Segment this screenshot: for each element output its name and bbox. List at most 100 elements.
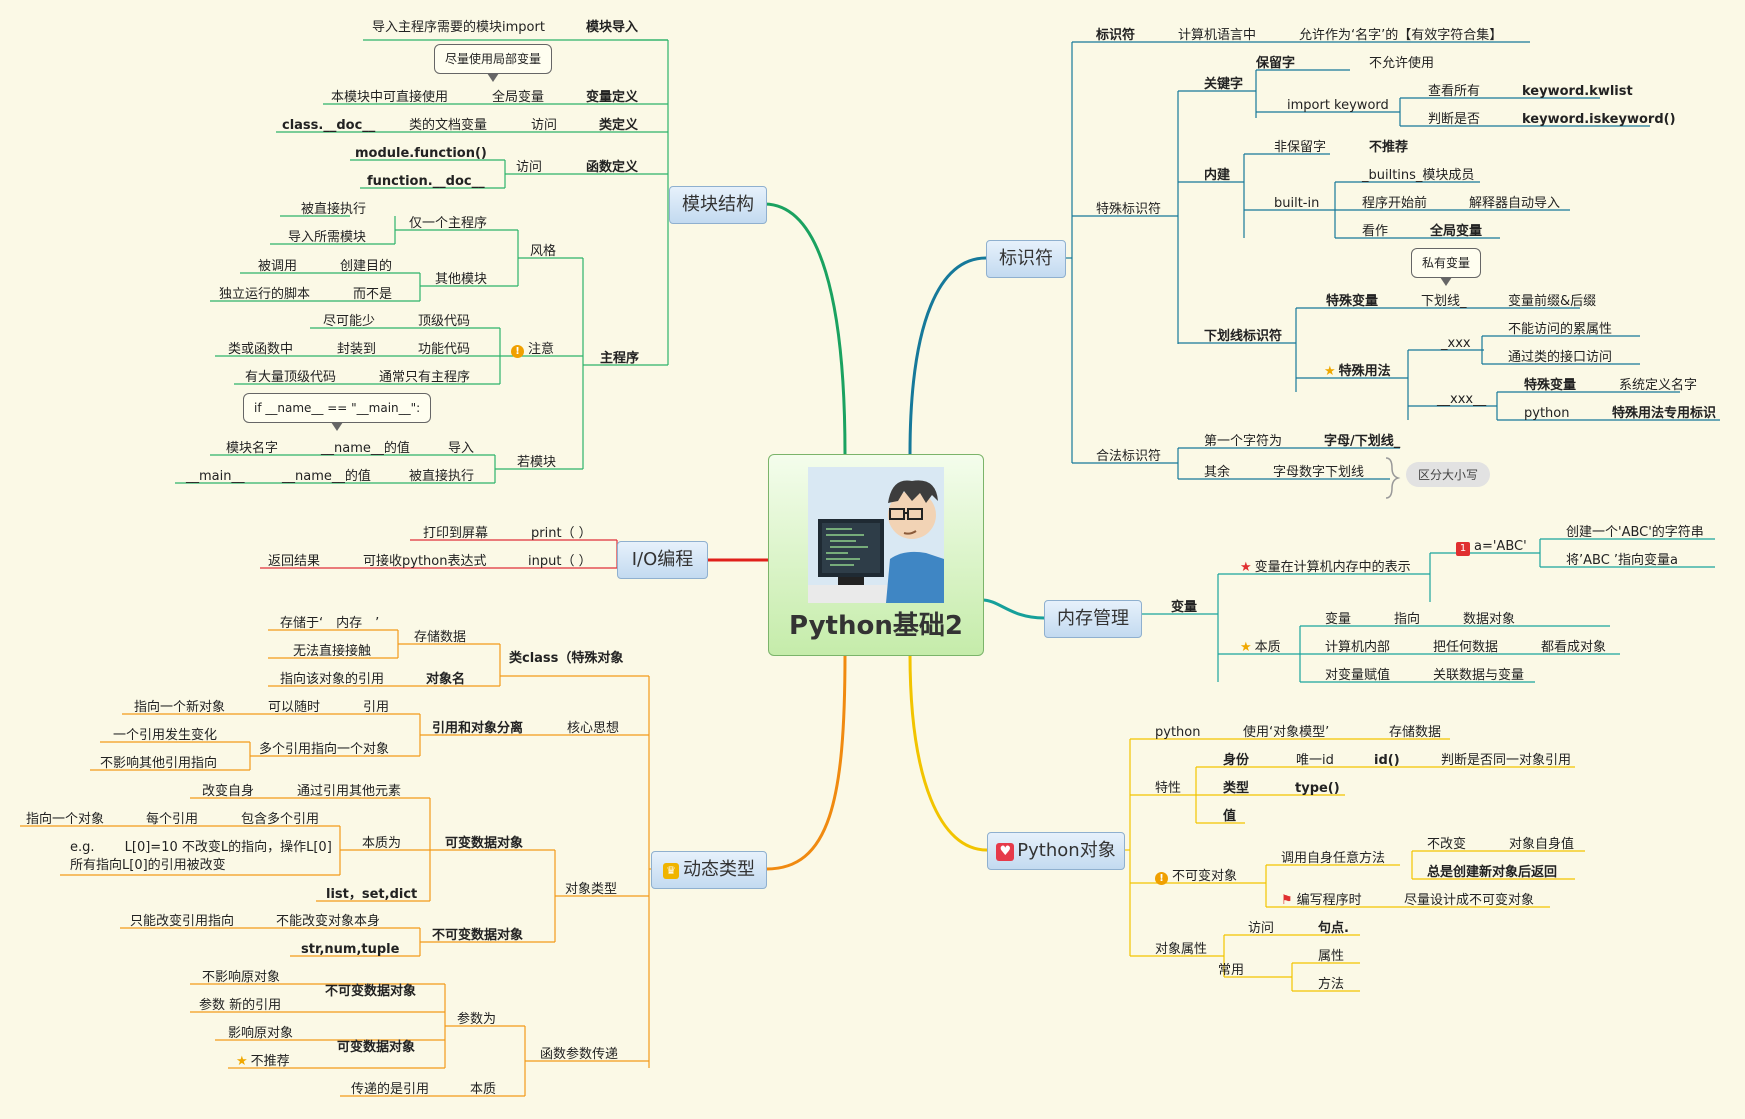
node[interactable]: 指向 <box>1394 612 1421 627</box>
node[interactable]: 通过类的接口访问 <box>1508 350 1613 365</box>
node[interactable]: 类定义 <box>599 118 639 133</box>
node[interactable]: 第一个字符为 <box>1204 434 1283 449</box>
node[interactable]: list，set,dict <box>326 887 418 902</box>
node[interactable]: 关联数据与变量 <box>1433 668 1525 683</box>
node[interactable]: 被调用 <box>258 259 298 274</box>
node[interactable]: 不推荐 <box>1369 140 1409 155</box>
node[interactable]: built-in <box>1274 196 1320 211</box>
node[interactable]: 被直接执行 <box>301 202 367 217</box>
node[interactable]: 保留字 <box>1256 56 1296 71</box>
node[interactable]: 对象属性 <box>1155 942 1208 957</box>
node[interactable]: 访问 <box>531 118 558 133</box>
node[interactable]: 无法直接接触 <box>293 644 372 659</box>
node[interactable]: 方法 <box>1318 977 1345 992</box>
node[interactable]: __name__的值 <box>321 441 410 456</box>
node[interactable]: __name__的值 <box>282 469 371 484</box>
node[interactable]: 导入所需模块 <box>288 230 367 245</box>
node[interactable]: 若模块 <box>517 455 557 470</box>
node[interactable]: __xxx__ <box>1437 392 1487 407</box>
node[interactable]: 尽量设计成不可变对象 <box>1404 893 1535 908</box>
node[interactable]: 字母数字下划线 <box>1273 465 1365 480</box>
node[interactable]: 允许作为‘名字’的【有效字符合集】 <box>1299 28 1503 43</box>
node[interactable]: ★特殊用法 <box>1324 364 1391 380</box>
node[interactable]: _xxx <box>1441 336 1471 351</box>
node[interactable]: 关键字 <box>1204 77 1244 92</box>
node[interactable]: 特殊变量 <box>1524 378 1577 393</box>
node[interactable]: 功能代码 <box>418 342 471 357</box>
node[interactable]: import keyword <box>1287 98 1389 113</box>
node[interactable]: 变量定义 <box>586 90 639 105</box>
node[interactable]: 对象名 <box>426 672 466 687</box>
node[interactable]: 不改变 <box>1427 837 1467 852</box>
node[interactable]: 常用 <box>1218 963 1245 978</box>
node[interactable]: 只能改变引用指向 <box>130 914 235 929</box>
node[interactable]: python <box>1155 725 1201 740</box>
node[interactable]: 函数定义 <box>586 160 639 175</box>
node[interactable]: 计算机语言中 <box>1178 28 1257 43</box>
node[interactable]: 字母/下划线_ <box>1324 434 1401 449</box>
node[interactable]: input（ ） <box>528 554 592 569</box>
node[interactable]: 尽可能少 <box>323 314 376 329</box>
node[interactable]: 全局变量 <box>1430 224 1483 239</box>
node[interactable]: 对变量赋值 <box>1325 668 1391 683</box>
node[interactable]: 通过引用其他元素 <box>297 784 402 799</box>
node[interactable]: 使用‘对象模型’ <box>1243 725 1330 740</box>
node[interactable]: 句点. <box>1318 921 1349 936</box>
node[interactable]: 核心思想 <box>567 721 620 736</box>
node[interactable]: 导入 <box>448 441 475 456</box>
node[interactable]: 特性 <box>1155 781 1182 796</box>
node[interactable]: class.__doc__ <box>282 118 376 133</box>
node[interactable]: 程序开始前 <box>1362 196 1428 211</box>
node[interactable]: 不影响原对象 <box>202 970 281 985</box>
node[interactable]: 函数参数传递 <box>540 1047 619 1062</box>
node[interactable]: 其余 <box>1204 465 1231 480</box>
node[interactable]: 不可变数据对象 <box>432 928 524 943</box>
node[interactable]: 变量 <box>1325 612 1352 627</box>
node[interactable]: 包含多个引用 <box>241 812 320 827</box>
node[interactable]: 不能访问的累属性 <box>1508 322 1613 337</box>
topic-memory[interactable]: 内存管理 <box>1044 600 1142 638</box>
node[interactable]: 调用自身任意方法 <box>1281 851 1386 866</box>
node[interactable]: 把任何数据 <box>1433 640 1499 655</box>
node[interactable]: 影响原对象 <box>228 1026 294 1041</box>
node[interactable]: 全局变量 <box>492 90 545 105</box>
node[interactable]: 指向一个对象 <box>26 812 105 827</box>
node[interactable]: 存储数据 <box>1389 725 1442 740</box>
node[interactable]: 总是创建新对象后返回 <box>1427 865 1558 880</box>
topic-dynamic-typing[interactable]: ♛动态类型 <box>651 851 767 889</box>
node[interactable]: 下划线标识符 <box>1204 329 1283 344</box>
node[interactable]: 而不是 <box>353 287 393 302</box>
node[interactable]: 非保留字 <box>1274 140 1327 155</box>
node[interactable]: 看作 <box>1362 224 1389 239</box>
node[interactable]: 对象类型 <box>565 882 618 897</box>
node[interactable]: 模块导入 <box>586 20 639 35</box>
topic-io[interactable]: I/O编程 <box>617 541 708 579</box>
node[interactable]: 合法标识符 <box>1096 449 1162 464</box>
node[interactable]: 判断是否同一对象引用 <box>1441 753 1572 768</box>
node[interactable]: 特殊变量 <box>1326 294 1379 309</box>
node[interactable]: 仅一个主程序 <box>409 216 488 231</box>
node[interactable]: 可变数据对象 <box>337 1040 416 1055</box>
node[interactable]: python <box>1524 406 1570 421</box>
node[interactable]: 计算机内部 <box>1325 640 1391 655</box>
node[interactable]: 指向一个新对象 <box>134 700 226 715</box>
node[interactable]: 主程序 <box>600 351 640 366</box>
node[interactable]: 其他模块 <box>435 272 488 287</box>
node[interactable]: str,num,tuple <box>301 942 400 957</box>
node[interactable]: 查看所有 <box>1428 84 1481 99</box>
node[interactable]: _builtins_模块成员 <box>1362 168 1475 183</box>
node[interactable]: 一个引用发生变化 <box>113 728 218 743</box>
node[interactable]: 身份 <box>1223 753 1250 768</box>
node[interactable]: 创建一个'ABC'的字符串 <box>1566 525 1704 540</box>
node[interactable]: id() <box>1374 753 1400 768</box>
node[interactable]: 被直接执行 <box>409 469 475 484</box>
node[interactable]: 特殊用法专用标识 <box>1612 406 1717 421</box>
node[interactable]: function.__doc__ <box>367 174 485 189</box>
node[interactable]: 传递的是引用 <box>351 1082 430 1097</box>
node[interactable]: 类或函数中 <box>228 342 294 357</box>
node[interactable]: 变量前缀&后缀 <box>1508 294 1597 309</box>
node[interactable]: 值 <box>1223 809 1237 824</box>
node[interactable]: 属性 <box>1318 949 1345 964</box>
node[interactable]: !不可变对象 <box>1155 869 1237 885</box>
node[interactable]: 内建 <box>1204 168 1231 183</box>
